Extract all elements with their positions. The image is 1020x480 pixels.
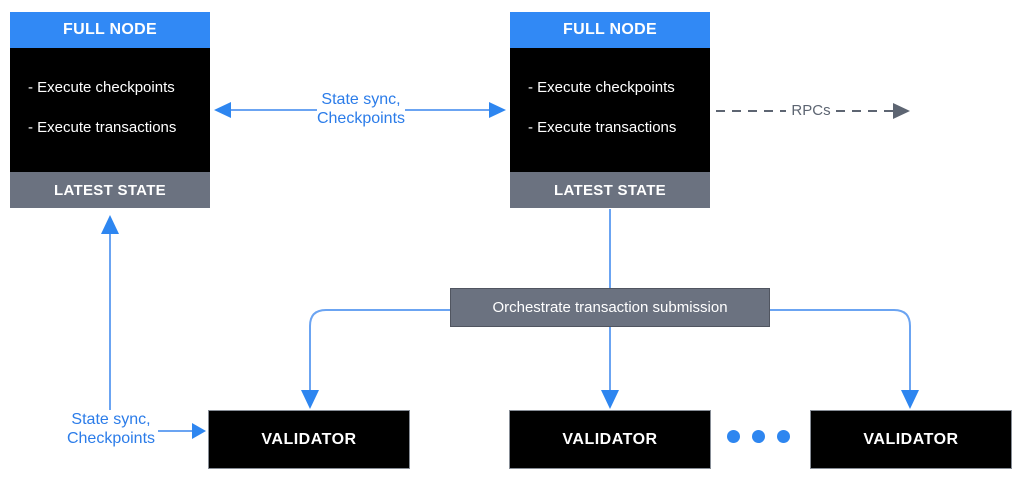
full-node-right-item: - Execute checkpoints <box>528 79 675 96</box>
double-arrow-state-sync <box>214 102 506 118</box>
orchestrator-box: Orchestrate transaction submission <box>450 288 770 327</box>
full-node-left-body: - Execute checkpoints - Execute transact… <box>10 48 210 172</box>
validator-middle: VALIDATOR <box>509 410 711 469</box>
full-node-left-title: FULL NODE <box>10 12 210 48</box>
label-state-sync-top-line1: State sync, <box>321 91 401 108</box>
full-node-right: FULL NODE - Execute checkpoints - Execut… <box>510 12 710 208</box>
label-state-sync-bottom-line2: Checkpoints <box>66 430 156 447</box>
full-node-left-item: - Execute transactions <box>28 119 177 136</box>
ellipsis-dot-icon <box>752 430 765 443</box>
ellipsis-dot-icon <box>727 430 740 443</box>
full-node-right-title: FULL NODE <box>510 12 710 48</box>
full-node-left-item: - Execute checkpoints <box>28 79 175 96</box>
ellipsis-dot-icon <box>777 430 790 443</box>
label-rpcs: RPCs <box>791 102 831 119</box>
full-node-right-latest-state: LATEST STATE <box>510 172 710 208</box>
full-node-right-item: - Execute transactions <box>528 119 677 136</box>
label-state-sync-top: State sync, Checkpoints <box>306 90 416 128</box>
label-state-sync-top-line2: Checkpoints <box>316 110 406 127</box>
label-state-sync-bottom-line1: State sync, <box>71 411 151 428</box>
arrow-validator-to-fullnode <box>101 215 119 410</box>
validator-left: VALIDATOR <box>208 410 410 469</box>
more-validators-ellipsis <box>727 430 790 443</box>
validator-right: VALIDATOR <box>810 410 1012 469</box>
label-state-sync-bottom: State sync, Checkpoints <box>50 410 172 448</box>
full-node-right-body: - Execute checkpoints - Execute transact… <box>510 48 710 172</box>
dashed-arrow-rpcs <box>716 103 910 119</box>
full-node-left: FULL NODE - Execute checkpoints - Execut… <box>10 12 210 208</box>
full-node-left-latest-state: LATEST STATE <box>10 172 210 208</box>
arrow-label-to-validator <box>158 423 206 439</box>
